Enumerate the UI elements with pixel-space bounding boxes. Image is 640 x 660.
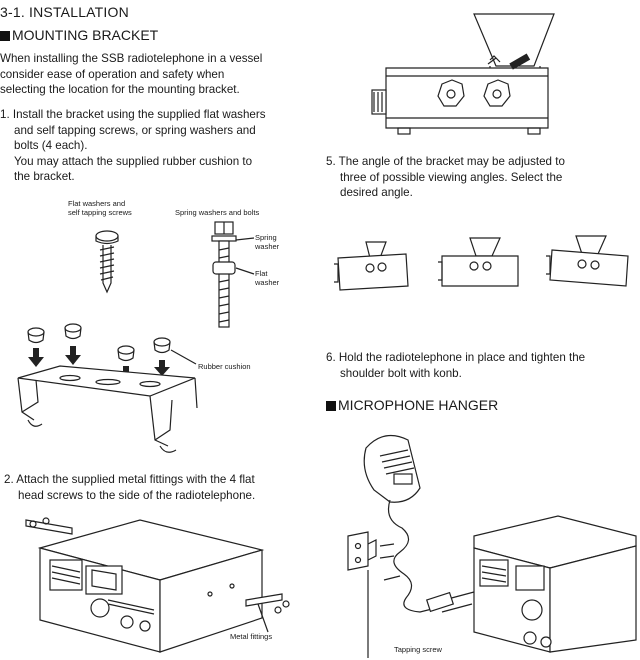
step5-line: desired angle. <box>340 186 413 199</box>
radio-on-bracket-figure <box>371 13 555 135</box>
mounting-bracket-heading-text: MOUNTING BRACKET <box>12 27 159 43</box>
flat-washer-label: Flat washer <box>255 269 280 287</box>
heading-square-icon <box>326 401 336 411</box>
radio-drawing-right <box>425 515 637 653</box>
spring-washers-bolts-label: Spring washers and bolts <box>175 208 260 217</box>
intro-line: consider ease of operation and safety wh… <box>0 67 225 81</box>
intro-line: selecting the location for the mounting … <box>0 83 240 96</box>
flat-washers-label: Flat washers and self tapping screws <box>68 199 132 217</box>
mounting-bracket-figure <box>17 221 255 453</box>
microphone-hanger-heading-text: MICROPHONE HANGER <box>338 397 499 413</box>
step6-line: shoulder bolt with konb. <box>340 366 462 380</box>
step6-paragraph: 6. Hold the radiotelephone in place and … <box>326 350 636 381</box>
intro-paragraph: When installing the SSB radiotelephone i… <box>0 51 312 98</box>
radio-drawing <box>37 519 265 653</box>
spring-washer-label: Spring washer <box>255 233 280 251</box>
tapping-screw-label: Tapping screw <box>394 645 442 654</box>
angle-option-2 <box>438 237 519 287</box>
step5-paragraph: 5. The angle of the bracket may be adjus… <box>326 154 636 201</box>
heading-square-icon <box>0 31 10 41</box>
step2-line: head screws to the side of the radiotele… <box>18 488 256 502</box>
step1-line: 1. Install the bracket using the supplie… <box>0 108 266 121</box>
step5-line: 5. The angle of the bracket may be adjus… <box>326 155 565 168</box>
step1-line: and self tapping screws, or spring washe… <box>14 123 256 137</box>
microphone-hanger-figure <box>347 434 637 658</box>
step6-line: 6. Hold the radiotelephone in place and … <box>326 351 586 364</box>
angle-option-3 <box>546 235 629 287</box>
step2-paragraph: 2. Attach the supplied metal fittings wi… <box>4 472 312 503</box>
metal-fittings-label: Metal fittings <box>230 632 273 641</box>
metal-fittings-figure <box>25 517 290 653</box>
fitting-brackets-drawing <box>25 517 290 633</box>
hanger-bracket-drawing <box>347 531 401 658</box>
bracket-drawing <box>17 365 198 453</box>
step5-line: three of possible viewing angles. Select… <box>340 170 563 184</box>
step1-line: bolts (4 each). <box>14 139 88 152</box>
microphone-hanger-heading: MICROPHONE HANGER <box>326 397 498 413</box>
microphone-drawing <box>363 434 445 613</box>
tapping-screw-drawing <box>95 230 119 294</box>
angle-option-1 <box>334 241 409 291</box>
rubber-cushion-label: Rubber cushion <box>198 362 251 371</box>
step1-line: the bracket. <box>14 170 75 183</box>
bolt-drawing <box>211 221 255 328</box>
step1-paragraph: 1. Install the bracket using the supplie… <box>0 107 312 185</box>
step1-line: You may attach the supplied rubber cushi… <box>14 154 253 168</box>
step2-line: 2. Attach the supplied metal fittings wi… <box>4 473 255 486</box>
rubber-cushions-drawing <box>27 323 197 365</box>
intro-line: When installing the SSB radiotelephone i… <box>0 52 263 65</box>
viewing-angles-figure <box>334 235 629 291</box>
mounting-bracket-heading: MOUNTING BRACKET <box>0 27 158 43</box>
section-title: 3-1. INSTALLATION <box>0 4 129 20</box>
